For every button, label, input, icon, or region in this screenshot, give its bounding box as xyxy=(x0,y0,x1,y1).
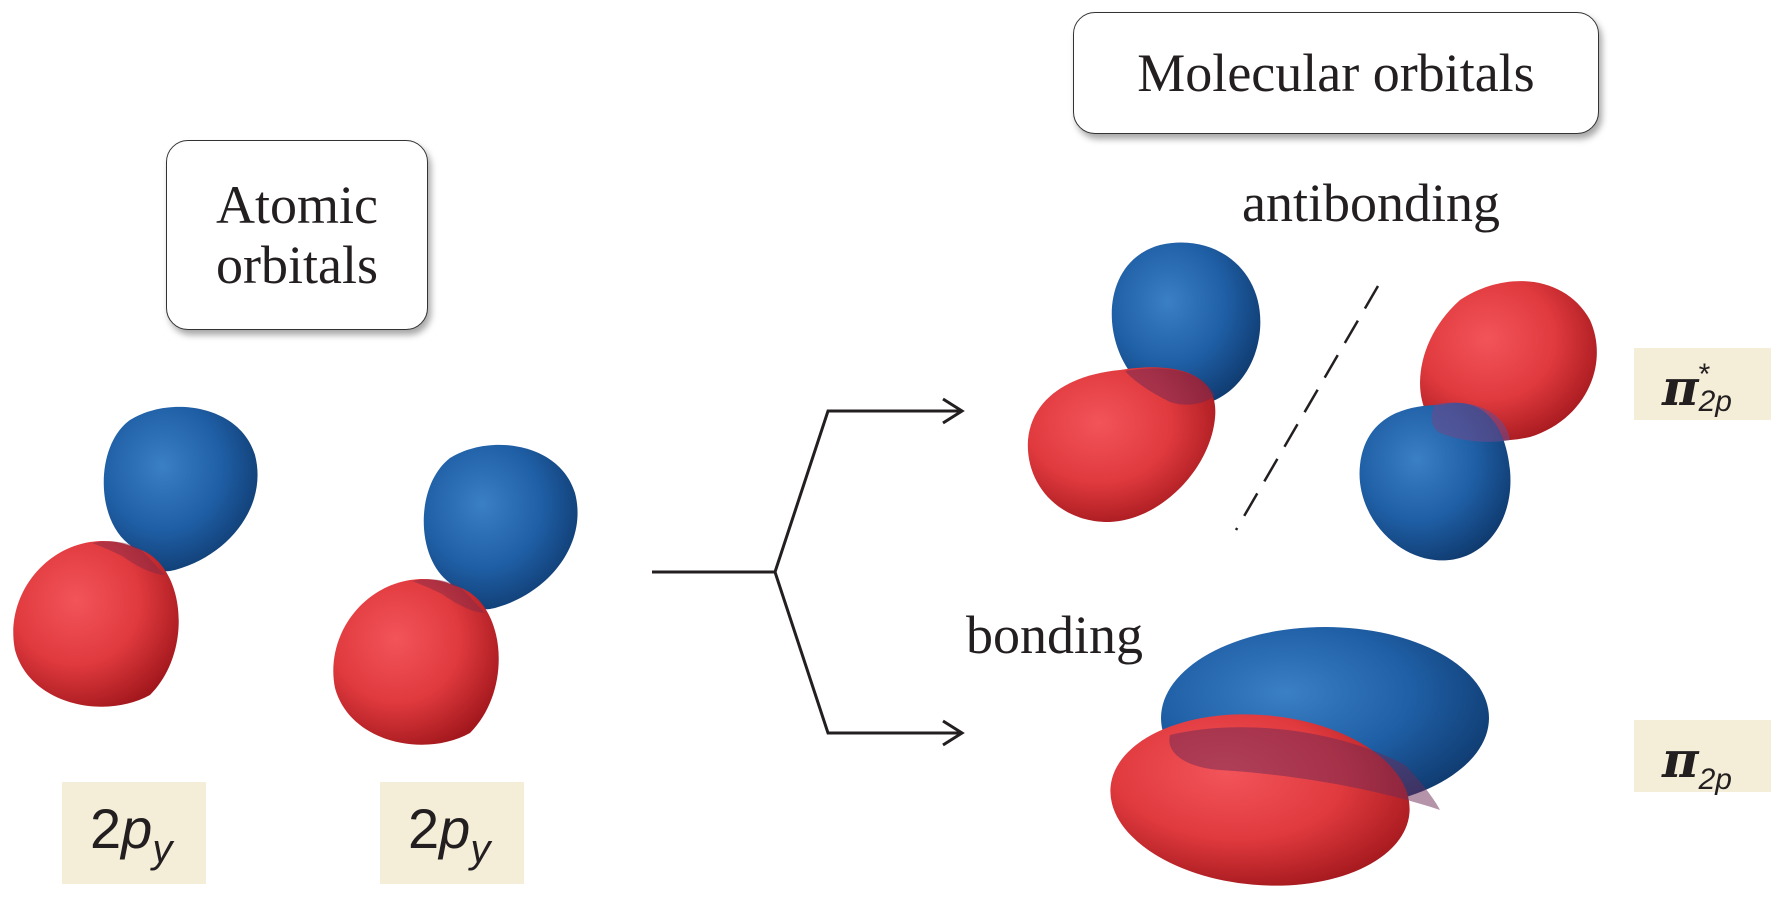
orbital-tag-2py-left: 2py xyxy=(62,782,206,884)
nodal-plane xyxy=(1234,285,1380,531)
upper-arrowhead xyxy=(942,397,965,425)
bonding-label: bonding xyxy=(966,605,1144,665)
antibonding-orbital xyxy=(1027,242,1597,561)
atomic-orbital-right xyxy=(333,444,578,745)
bonding-orbital xyxy=(1110,627,1489,886)
lobe-overlap xyxy=(92,541,165,575)
lobe-overlap xyxy=(412,579,485,613)
pi-subscript: 2p xyxy=(1698,763,1732,796)
pi-symbol: π xyxy=(1662,358,1699,417)
left-overlap xyxy=(1125,368,1215,405)
tag-orbital: p xyxy=(121,797,153,860)
molecular-orbitals-title: Molecular orbitals xyxy=(1137,42,1535,103)
pi-star-2p-tag: π*2p xyxy=(1634,348,1771,420)
upper-branch xyxy=(773,409,960,573)
antibonding-label: antibonding xyxy=(1242,173,1500,233)
tag-base: 2 xyxy=(90,797,122,860)
lower-branch xyxy=(773,571,960,735)
pi-symbol: π xyxy=(1662,730,1699,789)
positive-lobe xyxy=(333,578,499,745)
tag-subscript: y xyxy=(152,827,173,871)
upper-left-negative-lobe xyxy=(1111,242,1261,406)
star-superscript: * xyxy=(1698,358,1711,391)
orbital-tag-2py-right: 2py xyxy=(380,782,524,884)
combination-arrows xyxy=(652,397,965,747)
lower-right-negative-lobe xyxy=(1359,402,1511,561)
right-overlap xyxy=(1431,402,1510,442)
negative-lobe xyxy=(423,444,578,610)
tag-base: 2 xyxy=(408,797,440,860)
upper-right-positive-lobe xyxy=(1420,281,1597,441)
negative-lobe xyxy=(103,406,258,572)
bonding-overlap xyxy=(1169,727,1440,810)
pi-2p-tag: π2p xyxy=(1634,720,1771,796)
lower-left-positive-lobe xyxy=(1027,367,1216,523)
tag-subscript: y xyxy=(470,827,491,871)
pi-star-subscript: 2p xyxy=(1698,385,1732,418)
lower-arrowhead xyxy=(942,719,965,747)
molecular-orbitals-box: Molecular orbitals xyxy=(1073,12,1599,134)
positive-lobe xyxy=(13,540,179,707)
atomic-orbital-left xyxy=(13,406,258,707)
tag-orbital: p xyxy=(439,797,471,860)
atomic-orbitals-box: Atomic orbitals xyxy=(166,140,428,330)
atomic-orbitals-title: Atomic orbitals xyxy=(216,174,378,295)
